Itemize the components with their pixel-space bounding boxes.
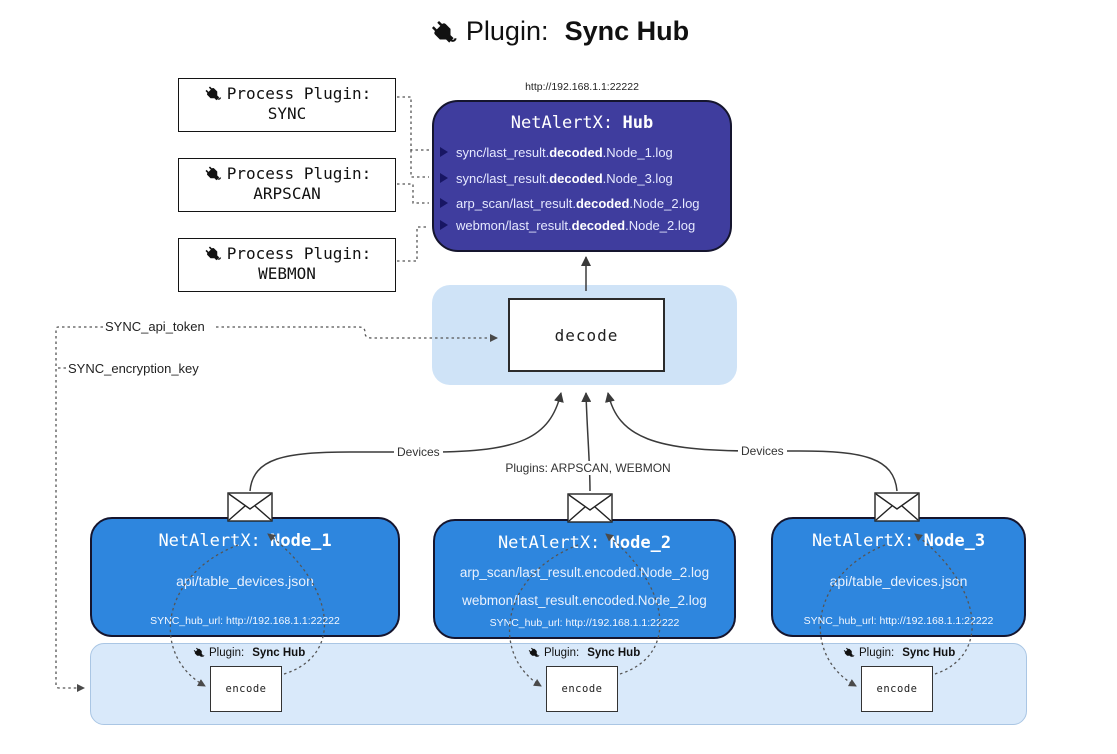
node-2-title: NetAlertX: Node_2 bbox=[435, 533, 734, 553]
encoder-label-bold: Sync Hub bbox=[587, 646, 641, 659]
plug-icon bbox=[842, 646, 855, 659]
process-plugin-label: Process Plugin: bbox=[226, 244, 372, 263]
decode-label: decode bbox=[554, 325, 619, 345]
log-bold: decoded bbox=[575, 196, 630, 211]
link-sync-to-hub-2 bbox=[410, 150, 429, 178]
hub-log-line: sync/last_result.decoded.Node_3.log bbox=[440, 171, 724, 186]
decode-box: decode bbox=[508, 298, 665, 372]
plug-icon bbox=[428, 17, 458, 47]
encode-box-1: encode bbox=[210, 666, 282, 712]
node-title-prefix: NetAlertX: bbox=[497, 533, 601, 553]
encode-label: encode bbox=[561, 683, 603, 695]
encoder-3-plugin-label: Plugin: Sync Hub bbox=[842, 646, 955, 659]
process-plugin-webmon-box: Process Plugin: WEBMON bbox=[178, 238, 396, 292]
hub-title-name: Hub bbox=[622, 113, 654, 133]
process-plugin-name: WEBMON bbox=[258, 264, 316, 283]
encode-label: encode bbox=[876, 683, 918, 695]
node-1-title: NetAlertX: Node_1 bbox=[92, 531, 398, 551]
encoder-1-plugin-label: Plugin: Sync Hub bbox=[192, 646, 305, 659]
log-post: .Node_2.log bbox=[625, 218, 696, 233]
process-plugin-label: Process Plugin: bbox=[226, 164, 372, 183]
encoder-2-plugin-label: Plugin: Sync Hub bbox=[527, 646, 640, 659]
diagram-title-bold: Sync Hub bbox=[564, 16, 690, 46]
log-bold: decoded bbox=[571, 218, 626, 233]
encode-label: encode bbox=[225, 683, 267, 695]
arrow-right-icon bbox=[440, 173, 448, 183]
plug-icon bbox=[527, 646, 540, 659]
node-title-prefix: NetAlertX: bbox=[158, 531, 261, 551]
encoder-label-prefix: Plugin: bbox=[209, 646, 245, 659]
log-post: .Node_3.log bbox=[602, 171, 673, 186]
edge-node2-to-decode bbox=[581, 392, 592, 492]
encoder-label-bold: Sync Hub bbox=[252, 646, 306, 659]
arrow-right-icon bbox=[440, 220, 448, 230]
node-3-title: NetAlertX: Node_3 bbox=[773, 531, 1024, 551]
node-3-box: NetAlertX:Node_3 api/table_devices.json … bbox=[771, 517, 1026, 637]
plug-icon bbox=[203, 244, 222, 263]
link-sync-to-hub-1 bbox=[397, 96, 429, 151]
process-plugin-name: SYNC bbox=[267, 104, 307, 123]
node-title-name: Node_2 bbox=[609, 533, 672, 553]
encoder-label-bold: Sync Hub bbox=[902, 646, 956, 659]
node-1-file: api/table_devices.json bbox=[176, 573, 314, 589]
hub-log-line: webmon/last_result.decoded.Node_2.log bbox=[440, 218, 724, 233]
process-plugin-name: ARPSCAN bbox=[253, 184, 321, 203]
hub-url-label: http://192.168.1.1:22222 bbox=[525, 81, 639, 93]
hub-box: NetAlertX:Hub sync/last_result.decoded.N… bbox=[432, 100, 732, 252]
envelope-icon bbox=[567, 493, 613, 523]
log-pre: sync/last_result. bbox=[456, 171, 550, 186]
sync-encryption-key-label: SYNC_encryption_key bbox=[68, 361, 199, 376]
process-plugin-webmon-header: Process Plugin: bbox=[179, 244, 395, 263]
log-post: .Node_2.log bbox=[629, 196, 700, 211]
devices-left-label: Devices bbox=[394, 445, 443, 459]
node-2-box: NetAlertX: Node_2 arp_scan/last_result.en… bbox=[433, 519, 736, 639]
log-pre: webmon/last_result. bbox=[456, 218, 572, 233]
hub-title: NetAlertX: Hub bbox=[434, 113, 730, 133]
node-title-name: Node_1 bbox=[270, 531, 332, 551]
node-1-hub-url: SYNC_hub_url: http://192.168.1.1:22222 bbox=[150, 615, 340, 627]
node-3-hub-url: SYNC_hub_url: http://192.168.1.1:22222 bbox=[803, 615, 994, 627]
diagram-title-prefix: Plugin: bbox=[465, 16, 549, 46]
hub-log-line: sync/last_result.decoded.Node_1.log bbox=[440, 145, 724, 160]
process-plugin-sync-box: Process Plugin: SYNC bbox=[178, 78, 396, 132]
node-3-file: api/table_devices.json bbox=[829, 573, 968, 589]
log-pre: arp_scan/last_result. bbox=[456, 196, 576, 211]
node-title-prefix: NetAlertX: bbox=[811, 531, 915, 551]
node-2-hub-url: SYNC_hub_url: http://192.168.1.1:22222 bbox=[489, 617, 680, 629]
hub-title-prefix: NetAlertX: bbox=[510, 113, 614, 133]
diagram-title: Plugin: Sync Hub bbox=[0, 16, 1117, 47]
devices-right-label: Devices bbox=[738, 444, 787, 458]
process-plugin-arpscan-header: Process Plugin: bbox=[179, 164, 395, 183]
arrow-right-icon bbox=[440, 147, 448, 157]
log-post: .Node_1.log bbox=[602, 145, 673, 160]
node-2-file: arp_scan/last_result.encoded.Node_2.log bbox=[459, 565, 710, 580]
node-2-file: webmon/last_result.encoded.Node_2.log bbox=[462, 593, 707, 608]
link-arpscan-to-hub bbox=[397, 183, 429, 204]
node-title-name: Node_3 bbox=[923, 531, 986, 551]
log-pre: sync/last_result. bbox=[456, 145, 550, 160]
encoder-label-prefix: Plugin: bbox=[544, 646, 580, 659]
node-1-box: NetAlertX:Node_1 api/table_devices.json … bbox=[90, 517, 400, 637]
plug-icon bbox=[203, 164, 222, 183]
process-plugin-sync-header: Process Plugin: bbox=[179, 84, 395, 103]
encoder-label-prefix: Plugin: bbox=[859, 646, 895, 659]
process-plugin-label: Process Plugin: bbox=[226, 84, 372, 103]
encode-box-3: encode bbox=[861, 666, 933, 712]
plug-icon bbox=[203, 84, 222, 103]
plug-icon bbox=[192, 646, 205, 659]
link-key-to-strip bbox=[55, 326, 103, 692]
edge-node1-to-decode bbox=[249, 392, 564, 492]
arrow-right-icon bbox=[440, 198, 448, 208]
plugins-middle-label: Plugins: ARPSCAN, WEBMON bbox=[500, 461, 676, 475]
sync-api-token-label: SYNC_api_token bbox=[105, 319, 205, 334]
decode-panel: decode bbox=[432, 285, 737, 385]
log-bold: decoded bbox=[549, 171, 603, 186]
log-bold: decoded bbox=[549, 145, 603, 160]
encode-box-2: encode bbox=[546, 666, 618, 712]
hub-log-line: arp_scan/last_result.decoded.Node_2.log bbox=[440, 196, 724, 211]
process-plugin-arpscan-box: Process Plugin: ARPSCAN bbox=[178, 158, 396, 212]
edge-node3-to-decode bbox=[605, 392, 898, 492]
link-webmon-to-hub bbox=[397, 226, 429, 262]
